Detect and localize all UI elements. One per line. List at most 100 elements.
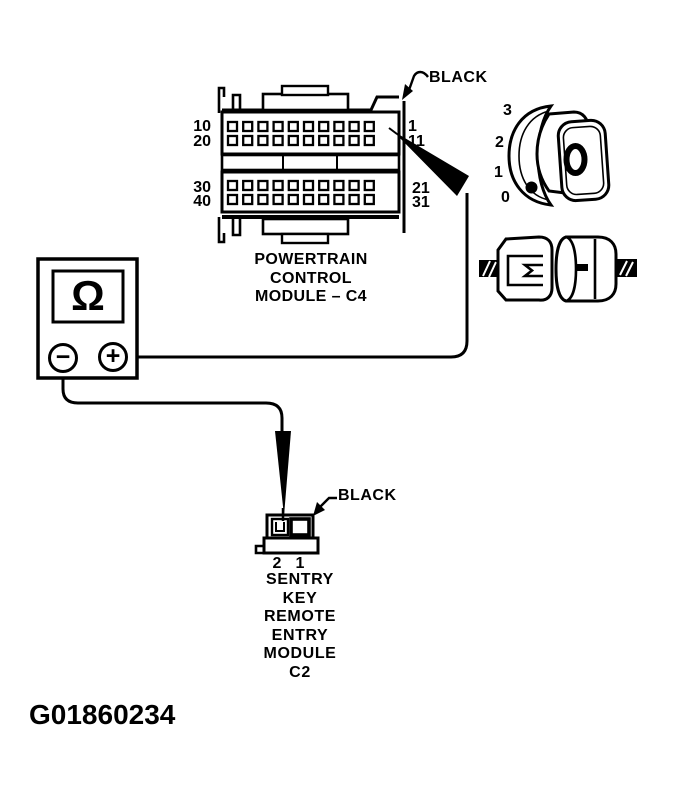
black-bottom-arrowhead [313,502,325,516]
pcm-pin [363,120,375,133]
pcm-pin [272,193,284,206]
lock-cylinder-face [535,110,590,196]
pcm-pin [272,179,284,192]
pcm-pin [363,193,375,206]
pcm-pin [272,120,284,133]
pcm-pin-label-40: 40 [193,193,211,210]
test-probe-top-tip [388,127,398,135]
pcm-pin [287,179,299,192]
pcm-pin [302,193,315,206]
right-wire-stub-hatch [619,260,634,277]
left-wire-stub [479,260,499,277]
pcm-pin [318,134,330,147]
pcm-name-line-3: MODULE – C4 [255,288,367,305]
female-connector-slot [577,264,588,271]
skreem-name-line-3: REMOTE [263,608,337,626]
pcm-pin [348,193,360,206]
pcm-pin [333,120,345,133]
female-connector-lens [565,235,578,303]
pcm-top-flange [217,86,226,113]
pcm-pin [333,179,345,192]
pcm-pin [226,179,239,192]
skreem-cavity-label-2: 2 [272,555,282,572]
pcm-bottom-flange [217,217,226,244]
test-probe-top-body [393,131,469,196]
pcm-bottom-prong [231,218,242,237]
pcm-pin [363,179,375,192]
pcm-top-prong [231,93,242,112]
pcm-connector [217,84,406,245]
pcm-name-label: POWERTRAIN CONTROL MODULE – C4 [230,251,392,307]
negative-test-lead-wire [61,371,284,433]
skreem-name-line-4: ENTRY [271,626,329,644]
pcm-lower-pin-block [220,170,401,214]
figure-id: G01860234 [29,699,176,730]
female-connector-body [554,235,618,303]
pcm-pin [333,134,345,147]
male-connector-body [496,235,554,302]
skreem-name-line-5: MODULE [263,645,337,663]
black-bottom-leader-line [319,496,337,508]
black-wire-label-bottom: BLACK [338,487,397,504]
black-top-arrowhead [402,84,413,100]
skreem-name-label: SENTRY KEY REMOTE ENTRY MODULE C2 [250,571,350,683]
meter-wires [61,193,469,433]
skreem-cavity-2-terminal [275,522,285,532]
pcm-pin-label-31: 31 [412,194,430,211]
black-wire-label-top: BLACK [429,69,488,86]
pcm-pin [363,134,375,147]
pcm-pin-grid [226,120,375,206]
right-wire-stub [616,259,637,277]
pcm-pin-label-1: 1 [408,118,417,135]
pcm-top-bump-small [280,84,330,97]
pcm-pin-label-11: 11 [408,133,425,150]
pcm-pin [226,120,239,133]
minus-symbol: − [55,343,71,371]
pcm-pin [318,120,330,133]
key-position-marker-dot [525,181,538,194]
pcm-pin [272,134,284,147]
skreem-base [262,536,320,555]
skreem-cavity-label-1: 1 [295,555,305,572]
test-probe-bottom [275,431,291,521]
key-head [556,118,611,203]
pcm-pin-label-20: 20 [193,133,211,150]
skreem-name-line-2: KEY [282,589,318,607]
pcm-pin [257,120,269,133]
black-top-leader-line [407,70,429,91]
ohm-symbol: Ω [71,272,105,319]
pcm-pin [348,179,360,192]
pcm-pin [257,134,269,147]
key-position-1: 1 [494,164,503,181]
ignition-key [507,104,611,207]
skreem-name-line-6: C2 [289,663,311,681]
key-position-3: 3 [503,102,512,119]
pcm-top-bump [261,92,350,112]
pcm-pin [348,134,360,147]
pcm-bottom-bump [261,217,350,236]
pcm-upper-pin-block [220,110,401,156]
skreem-cavity-1 [289,517,311,537]
lock-cylinder-crescent [507,104,555,207]
test-probe-bottom-body [275,431,291,516]
pcm-pin [333,193,345,206]
pcm-pin [257,179,269,192]
pcm-pin [287,134,299,147]
skreem-cavity-2 [270,517,290,537]
pcm-top-cap-line [222,95,399,112]
pcm-pin [242,179,254,192]
key-head-inner-line [562,125,605,196]
pcm-pin [302,179,315,192]
pcm-pin [242,134,254,147]
pcm-pin [242,193,254,206]
plus-symbol: + [105,342,121,370]
key-position-0: 0 [501,189,510,206]
key-position-2: 2 [495,134,504,151]
pcm-pin [348,120,360,133]
skreem-connector [254,513,320,555]
pcm-bottom-bump-small [280,232,330,245]
pcm-name-line-2: CONTROL [270,269,352,287]
pcm-pin [226,134,239,147]
pcm-name-line-1: POWERTRAIN [254,251,368,268]
